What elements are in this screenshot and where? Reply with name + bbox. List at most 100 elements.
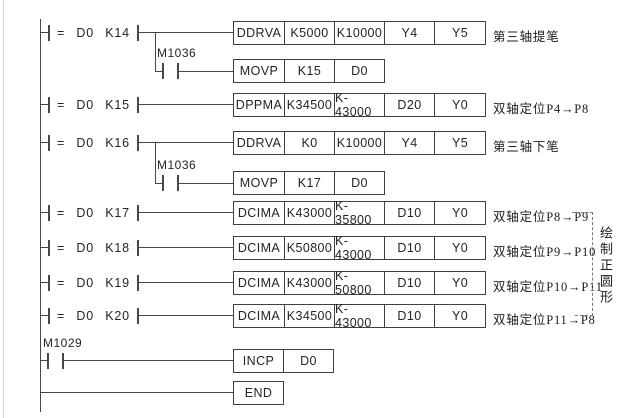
wire — [40, 247, 49, 249]
contact-label: M1036 — [157, 158, 197, 172]
rung-comment: 第三轴提笔 — [493, 30, 560, 44]
page-edge-line — [3, 0, 4, 418]
compare-contact-right-bar — [137, 97, 139, 113]
wire — [40, 104, 49, 106]
branch-wire — [155, 32, 157, 72]
instruction-param: K10000 — [334, 131, 385, 155]
instruction-param: K43000 — [284, 271, 335, 295]
bracket-bottom-dash — [575, 315, 593, 316]
wire — [40, 392, 233, 394]
bracket-top-dash — [572, 212, 593, 213]
instruction-param: Y0 — [434, 236, 486, 260]
compare-contact-right-bar — [137, 240, 139, 256]
rung-comment: 双轴定位P10→P11 — [493, 280, 603, 294]
instruction-param: D0 — [334, 171, 385, 195]
instruction-op: END — [233, 381, 284, 405]
contact-left-bar — [162, 63, 164, 79]
compare-contact-right-bar — [137, 135, 139, 151]
instruction-param: Y5 — [434, 131, 486, 155]
contact-label: M1036 — [157, 46, 197, 60]
wire — [138, 32, 233, 34]
instruction-param: Y0 — [434, 93, 486, 117]
wire — [138, 212, 233, 214]
instruction-param: K-35800 — [334, 199, 385, 227]
rung-comment: 双轴定位P11→P8 — [493, 313, 596, 327]
instruction-param: Y4 — [384, 21, 435, 45]
wire — [178, 182, 233, 184]
wire — [138, 282, 233, 284]
instruction-param: K34500 — [284, 93, 335, 117]
compare-contact-right-bar — [137, 25, 139, 41]
instruction-param: D10 — [384, 236, 435, 260]
instruction-param: K-43000 — [334, 234, 385, 262]
compare-contact-text: = D0 K16 — [57, 136, 130, 150]
wire — [138, 104, 233, 106]
instruction-param: K10000 — [334, 21, 385, 45]
wire — [40, 315, 49, 317]
compare-contact-left-bar — [48, 97, 50, 113]
instruction-param: K15 — [284, 59, 335, 83]
instruction-param: K0 — [284, 131, 335, 155]
contact-label: M1029 — [43, 336, 83, 350]
compare-contact-text: = D0 K20 — [57, 309, 130, 323]
compare-contact-left-bar — [48, 308, 50, 324]
instruction-param: K-43000 — [334, 91, 385, 119]
instruction-param: K-50800 — [334, 269, 385, 297]
instruction-op: DPPMA — [233, 93, 285, 117]
wire — [40, 212, 49, 214]
instruction-param: Y0 — [434, 201, 486, 225]
compare-contact-left-bar — [48, 135, 50, 151]
instruction-param: Y5 — [434, 21, 486, 45]
instruction-op: DCIMA — [233, 271, 285, 295]
bracket-vertical-dash — [592, 212, 593, 316]
instruction-param: K34500 — [284, 304, 335, 328]
instruction-param: D0 — [283, 349, 334, 373]
instruction-param: D10 — [384, 271, 435, 295]
wire — [178, 70, 233, 72]
compare-contact-left-bar — [48, 275, 50, 291]
group-label-vertical: 绘制正圆形 — [598, 226, 613, 306]
wire — [155, 70, 163, 72]
instruction-op: DCIMA — [233, 304, 285, 328]
compare-contact-text: = D0 K19 — [57, 276, 130, 290]
compare-contact-text: = D0 K14 — [57, 26, 130, 40]
wire — [138, 315, 233, 317]
compare-contact-text: = D0 K17 — [57, 206, 130, 220]
instruction-op: DCIMA — [233, 201, 285, 225]
instruction-param: K43000 — [284, 201, 335, 225]
instruction-op: DDRVA — [233, 21, 285, 45]
instruction-op: DCIMA — [233, 236, 285, 260]
compare-contact-right-bar — [137, 275, 139, 291]
compare-contact-right-bar — [137, 205, 139, 221]
instruction-param: D10 — [384, 201, 435, 225]
instruction-param: K5000 — [284, 21, 335, 45]
compare-contact-text: = D0 K15 — [57, 98, 130, 112]
instruction-param: K17 — [284, 171, 335, 195]
rung-comment: 第三轴下笔 — [493, 140, 560, 154]
instruction-op: MOVP — [233, 171, 285, 195]
instruction-param: D20 — [384, 93, 435, 117]
rung-comment: 双轴定位P4→P8 — [493, 102, 590, 116]
wire — [40, 360, 48, 362]
instruction-op: INCP — [233, 349, 284, 373]
compare-contact-text: = D0 K18 — [57, 241, 130, 255]
wire — [40, 282, 49, 284]
compare-contact-left-bar — [48, 25, 50, 41]
instruction-op: DDRVA — [233, 131, 285, 155]
wire — [138, 247, 233, 249]
instruction-param: Y4 — [384, 131, 435, 155]
instruction-param: D0 — [334, 59, 385, 83]
power-rail — [40, 19, 42, 412]
compare-contact-right-bar — [137, 308, 139, 324]
wire — [138, 142, 233, 144]
instruction-param: Y0 — [434, 271, 486, 295]
compare-contact-left-bar — [48, 205, 50, 221]
instruction-op: MOVP — [233, 59, 285, 83]
contact-right-bar — [177, 63, 179, 79]
wire — [155, 182, 163, 184]
rung-comment: 双轴定位P8→P9 — [493, 210, 590, 224]
contact-left-bar — [47, 353, 49, 369]
instruction-param: K50800 — [284, 236, 335, 260]
rung-comment: 双轴定位P9→P10 — [493, 245, 597, 259]
